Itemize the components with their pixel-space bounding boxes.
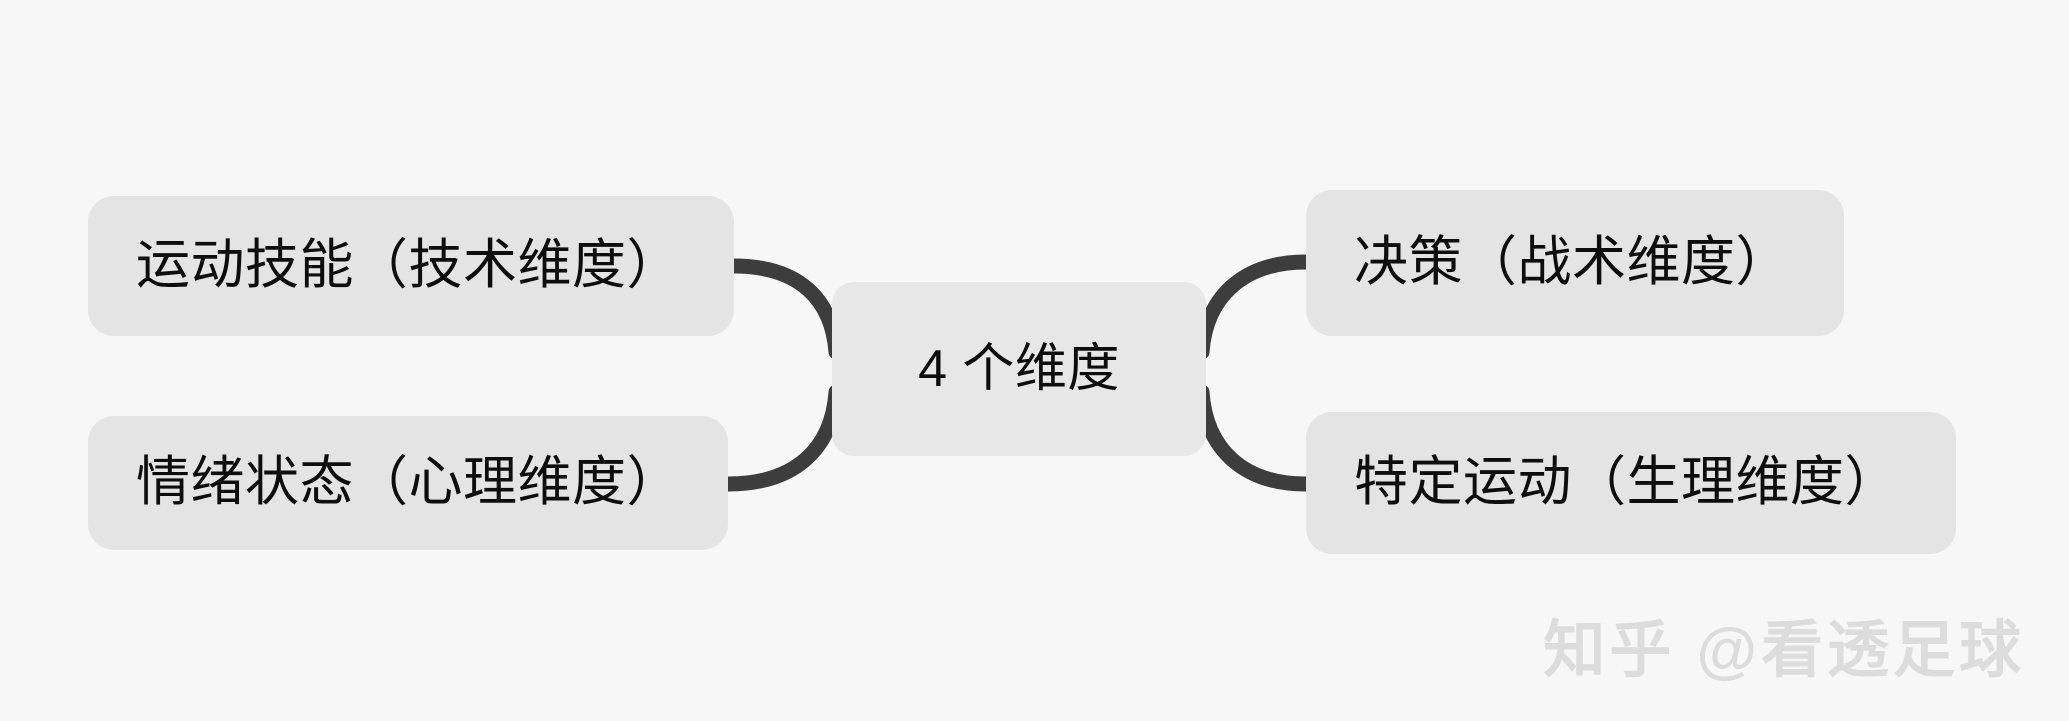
branch-node-emotion-label: 情绪状态（心理维度） — [136, 452, 681, 513]
connector-center-to-emotion — [720, 384, 844, 492]
branch-node-physio[interactable]: 特定运动（生理维度） — [1306, 412, 1956, 554]
branch-node-emotion[interactable]: 情绪状态（心理维度） — [88, 416, 728, 550]
connector-center-to-physio — [1194, 384, 1314, 492]
branch-node-skill-label: 运动技能（技术维度） — [136, 235, 681, 296]
branch-node-physio-label: 特定运动（生理维度） — [1354, 452, 1899, 513]
branch-node-skill[interactable]: 运动技能（技术维度） — [88, 196, 734, 336]
branch-node-decision-label: 决策（战术维度） — [1354, 232, 1790, 293]
watermark: 知乎 @看透足球 — [1543, 616, 2025, 685]
center-node-label: 4 个维度 — [918, 339, 1120, 398]
connector-center-to-skill — [726, 258, 844, 360]
branch-node-decision[interactable]: 决策（战术维度） — [1306, 190, 1844, 336]
center-node[interactable]: 4 个维度 — [832, 282, 1206, 456]
connector-center-to-decision — [1194, 254, 1314, 360]
